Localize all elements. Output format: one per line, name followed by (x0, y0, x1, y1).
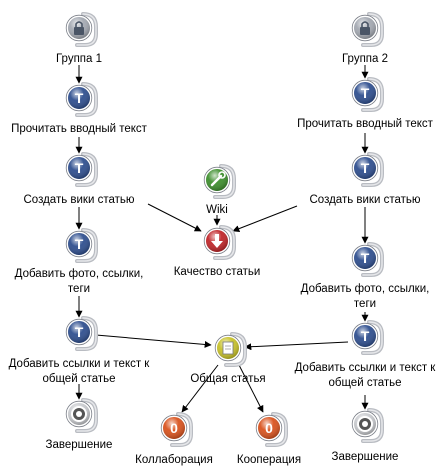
arrow-common-to-collab (181, 364, 219, 413)
task-icon: T (361, 328, 370, 344)
document-node-common[interactable] (214, 332, 247, 367)
task-icon: T (361, 160, 370, 176)
task-node-addlinks2[interactable]: T (351, 320, 384, 355)
node-label-group1: Группа 1 (55, 53, 103, 65)
task-icon: T (75, 160, 84, 176)
node-label-read1: Прочитать вводный текст (11, 123, 147, 135)
arrow-addlinks2-to-common (244, 341, 349, 351)
node-label-addlinks2: Добавить ссылки и текст к общей статье (294, 362, 436, 389)
collab-ring-icon: 0 (265, 420, 273, 436)
task-node-read1[interactable]: T (65, 82, 98, 117)
node-label-quality: Качество статьи (173, 266, 261, 278)
orange-node-collab[interactable]: 0 (160, 412, 193, 447)
end-ring-icon (71, 406, 87, 422)
task-icon: T (75, 236, 84, 252)
end-node-finish1[interactable] (65, 398, 98, 433)
task-icon: T (361, 85, 370, 101)
arrow-create1-to-quality (147, 203, 202, 232)
end-node-finish2[interactable] (351, 408, 384, 443)
task-icon: T (75, 324, 84, 340)
node-label-finish1: Завершение (45, 439, 113, 451)
node-label-create1: Создать вики статью (23, 194, 135, 206)
arrow-create2-to-quality (232, 205, 298, 232)
task-node-create2[interactable]: T (351, 152, 384, 187)
wrench-icon (210, 171, 226, 187)
wiki-node-wiki[interactable] (203, 164, 236, 199)
arrow-common-to-coop (238, 364, 264, 413)
task-node-addlinks1[interactable]: T (65, 316, 98, 351)
node-label-collab: Коллаборация (135, 454, 213, 466)
task-node-addphoto2[interactable]: T (351, 242, 384, 277)
node-label-finish2: Завершение (331, 451, 399, 463)
task-node-read2[interactable]: T (351, 77, 384, 112)
lock-icon (360, 21, 370, 35)
node-label-common: Общая статья (190, 373, 266, 385)
connector-layer (75, 65, 369, 413)
end-ring-icon (357, 416, 373, 432)
node-label-group2: Группа 2 (341, 53, 389, 65)
quality-node-quality[interactable] (203, 225, 236, 260)
group-node-group2[interactable] (351, 12, 384, 47)
orange-node-coop[interactable]: 0 (255, 412, 288, 447)
task-icon: T (75, 90, 84, 106)
lock-icon (74, 21, 84, 35)
download-arrow-icon (211, 234, 223, 248)
group-node-group1[interactable] (65, 12, 98, 47)
arrow-addlinks1-to-common (95, 334, 212, 348)
node-label-addlinks1: Добавить ссылки и текст к общей статье (8, 358, 150, 385)
task-node-create1[interactable]: T (65, 152, 98, 187)
collab-ring-icon: 0 (170, 420, 178, 436)
task-icon: T (361, 250, 370, 266)
node-label-wiki: Wiki (206, 204, 228, 216)
node-label-coop: Кооперация (236, 454, 302, 466)
task-node-addphoto1[interactable]: T (65, 228, 98, 263)
node-label-addphoto1: Добавить фото, ссылки, теги (14, 268, 144, 295)
node-label-addphoto2: Добавить фото, ссылки, теги (300, 283, 430, 310)
document-icon (222, 341, 234, 355)
node-label-read2: Прочитать вводный текст (297, 118, 433, 130)
node-label-create2: Создать вики статью (309, 194, 421, 206)
node-layer: T T T T T T T T 0 0 (65, 12, 384, 447)
